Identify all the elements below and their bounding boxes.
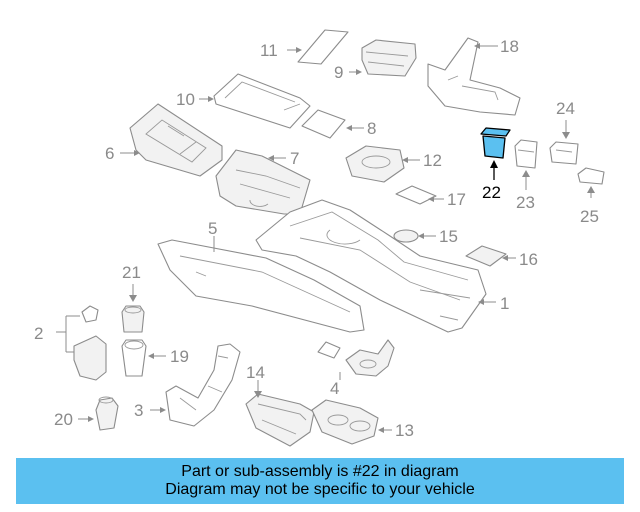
callout-20: 20 (54, 410, 73, 429)
callout-16: 16 (519, 250, 538, 269)
parts-diagram: 11 9 18 10 8 6 (34, 29, 605, 447)
callout-1: 1 (500, 294, 509, 313)
callout-19: 19 (170, 347, 189, 366)
part-9: 9 (334, 39, 417, 82)
callout-4: 4 (330, 379, 339, 398)
info-banner: Part or sub-assembly is #22 in diagram D… (16, 458, 624, 504)
part-13: 13 (311, 399, 414, 445)
callout-24: 24 (556, 99, 575, 118)
part-2: 2 (34, 305, 107, 381)
callout-25: 25 (580, 207, 599, 226)
callout-11: 11 (260, 41, 278, 60)
part-6: 6 (105, 103, 223, 177)
part-18: 18 (427, 37, 521, 116)
part-15: 15 (393, 227, 458, 246)
callout-2: 2 (34, 324, 43, 343)
part-14: 14 (245, 363, 315, 447)
part-1-console: 1 (255, 199, 509, 333)
callout-14: 14 (246, 363, 265, 382)
callout-12: 12 (423, 151, 442, 170)
callout-9: 9 (334, 63, 343, 82)
callout-10: 10 (176, 90, 195, 109)
callout-15: 15 (439, 227, 458, 246)
part-3: 3 (134, 343, 241, 427)
callout-22: 22 (482, 183, 501, 202)
callout-7: 7 (290, 149, 299, 168)
part-7: 7 (215, 149, 311, 215)
part-8: 8 (301, 109, 376, 139)
callout-21: 21 (122, 263, 141, 282)
part-10: 10 (176, 73, 311, 129)
callout-23: 23 (516, 193, 535, 212)
part-24: 24 (549, 99, 579, 165)
part-5: 5 (157, 219, 365, 333)
callout-3: 3 (134, 401, 143, 420)
part-11: 11 (260, 29, 349, 65)
part-21: 21 (121, 263, 145, 333)
callout-8: 8 (367, 119, 376, 138)
part-16: 16 (465, 245, 538, 269)
part-19: 19 (121, 339, 189, 377)
banner-line-1: Part or sub-assembly is #22 in diagram (181, 463, 459, 480)
callout-13: 13 (395, 421, 414, 440)
callout-17: 17 (447, 190, 466, 209)
banner-line-2: Diagram may not be specific to your vehi… (165, 481, 475, 498)
part-17: 17 (395, 185, 466, 209)
part-12: 12 (345, 145, 442, 183)
part-20: 20 (54, 396, 119, 431)
part-23: 23 (514, 139, 538, 212)
callout-18: 18 (500, 37, 519, 56)
callout-5: 5 (208, 219, 217, 238)
part-25: 25 (577, 167, 605, 226)
callout-6: 6 (105, 144, 114, 163)
part-4: 4 (317, 339, 395, 398)
part-22-highlighted: 22 (480, 127, 511, 202)
